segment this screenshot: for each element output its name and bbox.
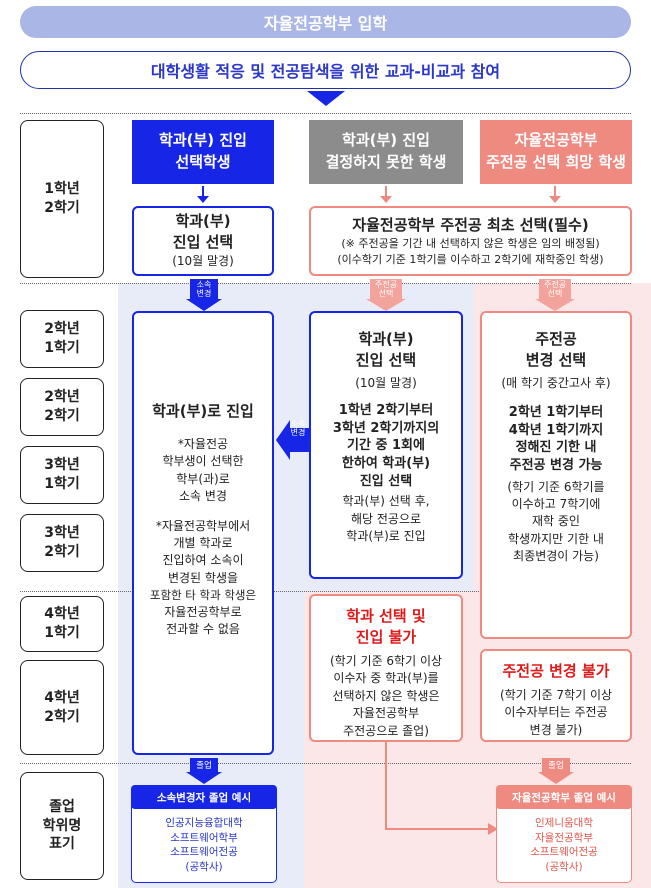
subtitle-pill: 대학생활 적응 및 전공탐색을 위한 교과-비교과 참여 xyxy=(20,51,631,89)
row-label-2-1: 2학년 1학기 xyxy=(20,310,104,368)
grad-example-pink: 자율전공학부 졸업 예시 인제니움대학 자율전공학부 소프트웨어전공 (공학사) xyxy=(496,785,632,883)
graduation-arrow-icon xyxy=(186,758,222,784)
graduation-tag: 졸업 xyxy=(548,761,564,771)
header-dept-choice-students: 학과(부) 진입 선택학생 xyxy=(132,120,274,184)
divider xyxy=(20,113,631,114)
major-select-tag: 주전공 선택 xyxy=(374,280,398,298)
connector-line xyxy=(385,742,387,830)
no-dept-entry-box: 학과 선택 및 진입 불가 (학기 기준 6학기 이상 이수자 중 학과(부)를… xyxy=(309,594,463,742)
major-select-arrow-icon xyxy=(535,279,575,311)
row-label-3-1: 3학년 1학기 xyxy=(20,446,104,504)
header-undecided-students: 학과(부) 진입 결정하지 못한 학생 xyxy=(309,120,463,184)
affil-change-arrow-icon xyxy=(186,279,222,311)
row-label-4-1: 4학년 1학기 xyxy=(20,596,104,652)
right-arrow-icon xyxy=(488,823,498,835)
grad-example-blue: 소속변경자 졸업 예시 인공지능융합대학 소프트웨어학부 소프트웨어전공 (공학… xyxy=(131,785,277,883)
divider xyxy=(20,283,631,284)
top-title: 자율전공학부 입학 xyxy=(263,14,388,33)
row-label-3-2: 3학년 2학기 xyxy=(20,514,104,572)
header-major-hopeful-students: 자율전공학부 주전공 선택 희망 학생 xyxy=(480,120,632,184)
divider xyxy=(20,763,631,764)
major-select-arrow-icon xyxy=(366,279,406,311)
row-label-2-2: 2학년 2학기 xyxy=(20,378,104,436)
top-title-bar: 자율전공학부 입학 xyxy=(20,6,631,38)
down-arrow-icon xyxy=(549,186,561,203)
graduation-tag: 졸업 xyxy=(196,761,212,771)
left-arrow-icon xyxy=(276,420,310,460)
grad-example-pink-title: 자율전공학부 졸업 예시 xyxy=(496,785,632,809)
major-select-tag: 주전공 선택 xyxy=(543,280,567,298)
affil-change-tag: 소속 변경 xyxy=(196,280,212,298)
enter-dept-box: 학과(부)로 진입 *자율전공 학부생이 선택한 학부(과)로 소속 변경 *자… xyxy=(132,311,274,755)
row-label-4-2: 4학년 2학기 xyxy=(20,660,104,755)
dept-select-box: 학과(부) 진입 선택 (10월 말경) xyxy=(132,206,274,276)
divider xyxy=(20,591,631,592)
subtitle-text: 대학생활 적응 및 전공탐색을 위한 교과-비교과 참여 xyxy=(150,62,501,81)
connector-line xyxy=(385,828,491,830)
row-label-1-2: 1학년 2학기 xyxy=(20,120,104,278)
down-arrow-icon xyxy=(197,186,209,203)
row-label-graduation: 졸업 학위명 표기 xyxy=(20,772,104,880)
major-first-select-box: 자율전공학부 주전공 최초 선택(필수) (※ 주전공을 기간 내 선택하지 않… xyxy=(309,206,632,276)
affil-change-tag: 소속 변경 xyxy=(290,419,306,437)
grad-example-blue-title: 소속변경자 졸업 예시 xyxy=(131,785,277,809)
down-arrow-icon xyxy=(307,91,345,106)
dept-entry-box: 학과(부) 진입 선택 (10월 말경) 1학년 2학기부터 3학년 2학기까지… xyxy=(309,311,463,579)
no-major-change-box: 주전공 변경 불가 (학기 기준 7학기 이상 이수자부터는 주전공 변경 불가… xyxy=(480,649,632,742)
major-change-box: 주전공 변경 선택 (매 학기 중간고사 후) 2학년 1학기부터 4학년 1학… xyxy=(480,311,632,639)
graduation-arrow-icon xyxy=(538,758,574,784)
down-arrow-icon xyxy=(380,186,392,203)
